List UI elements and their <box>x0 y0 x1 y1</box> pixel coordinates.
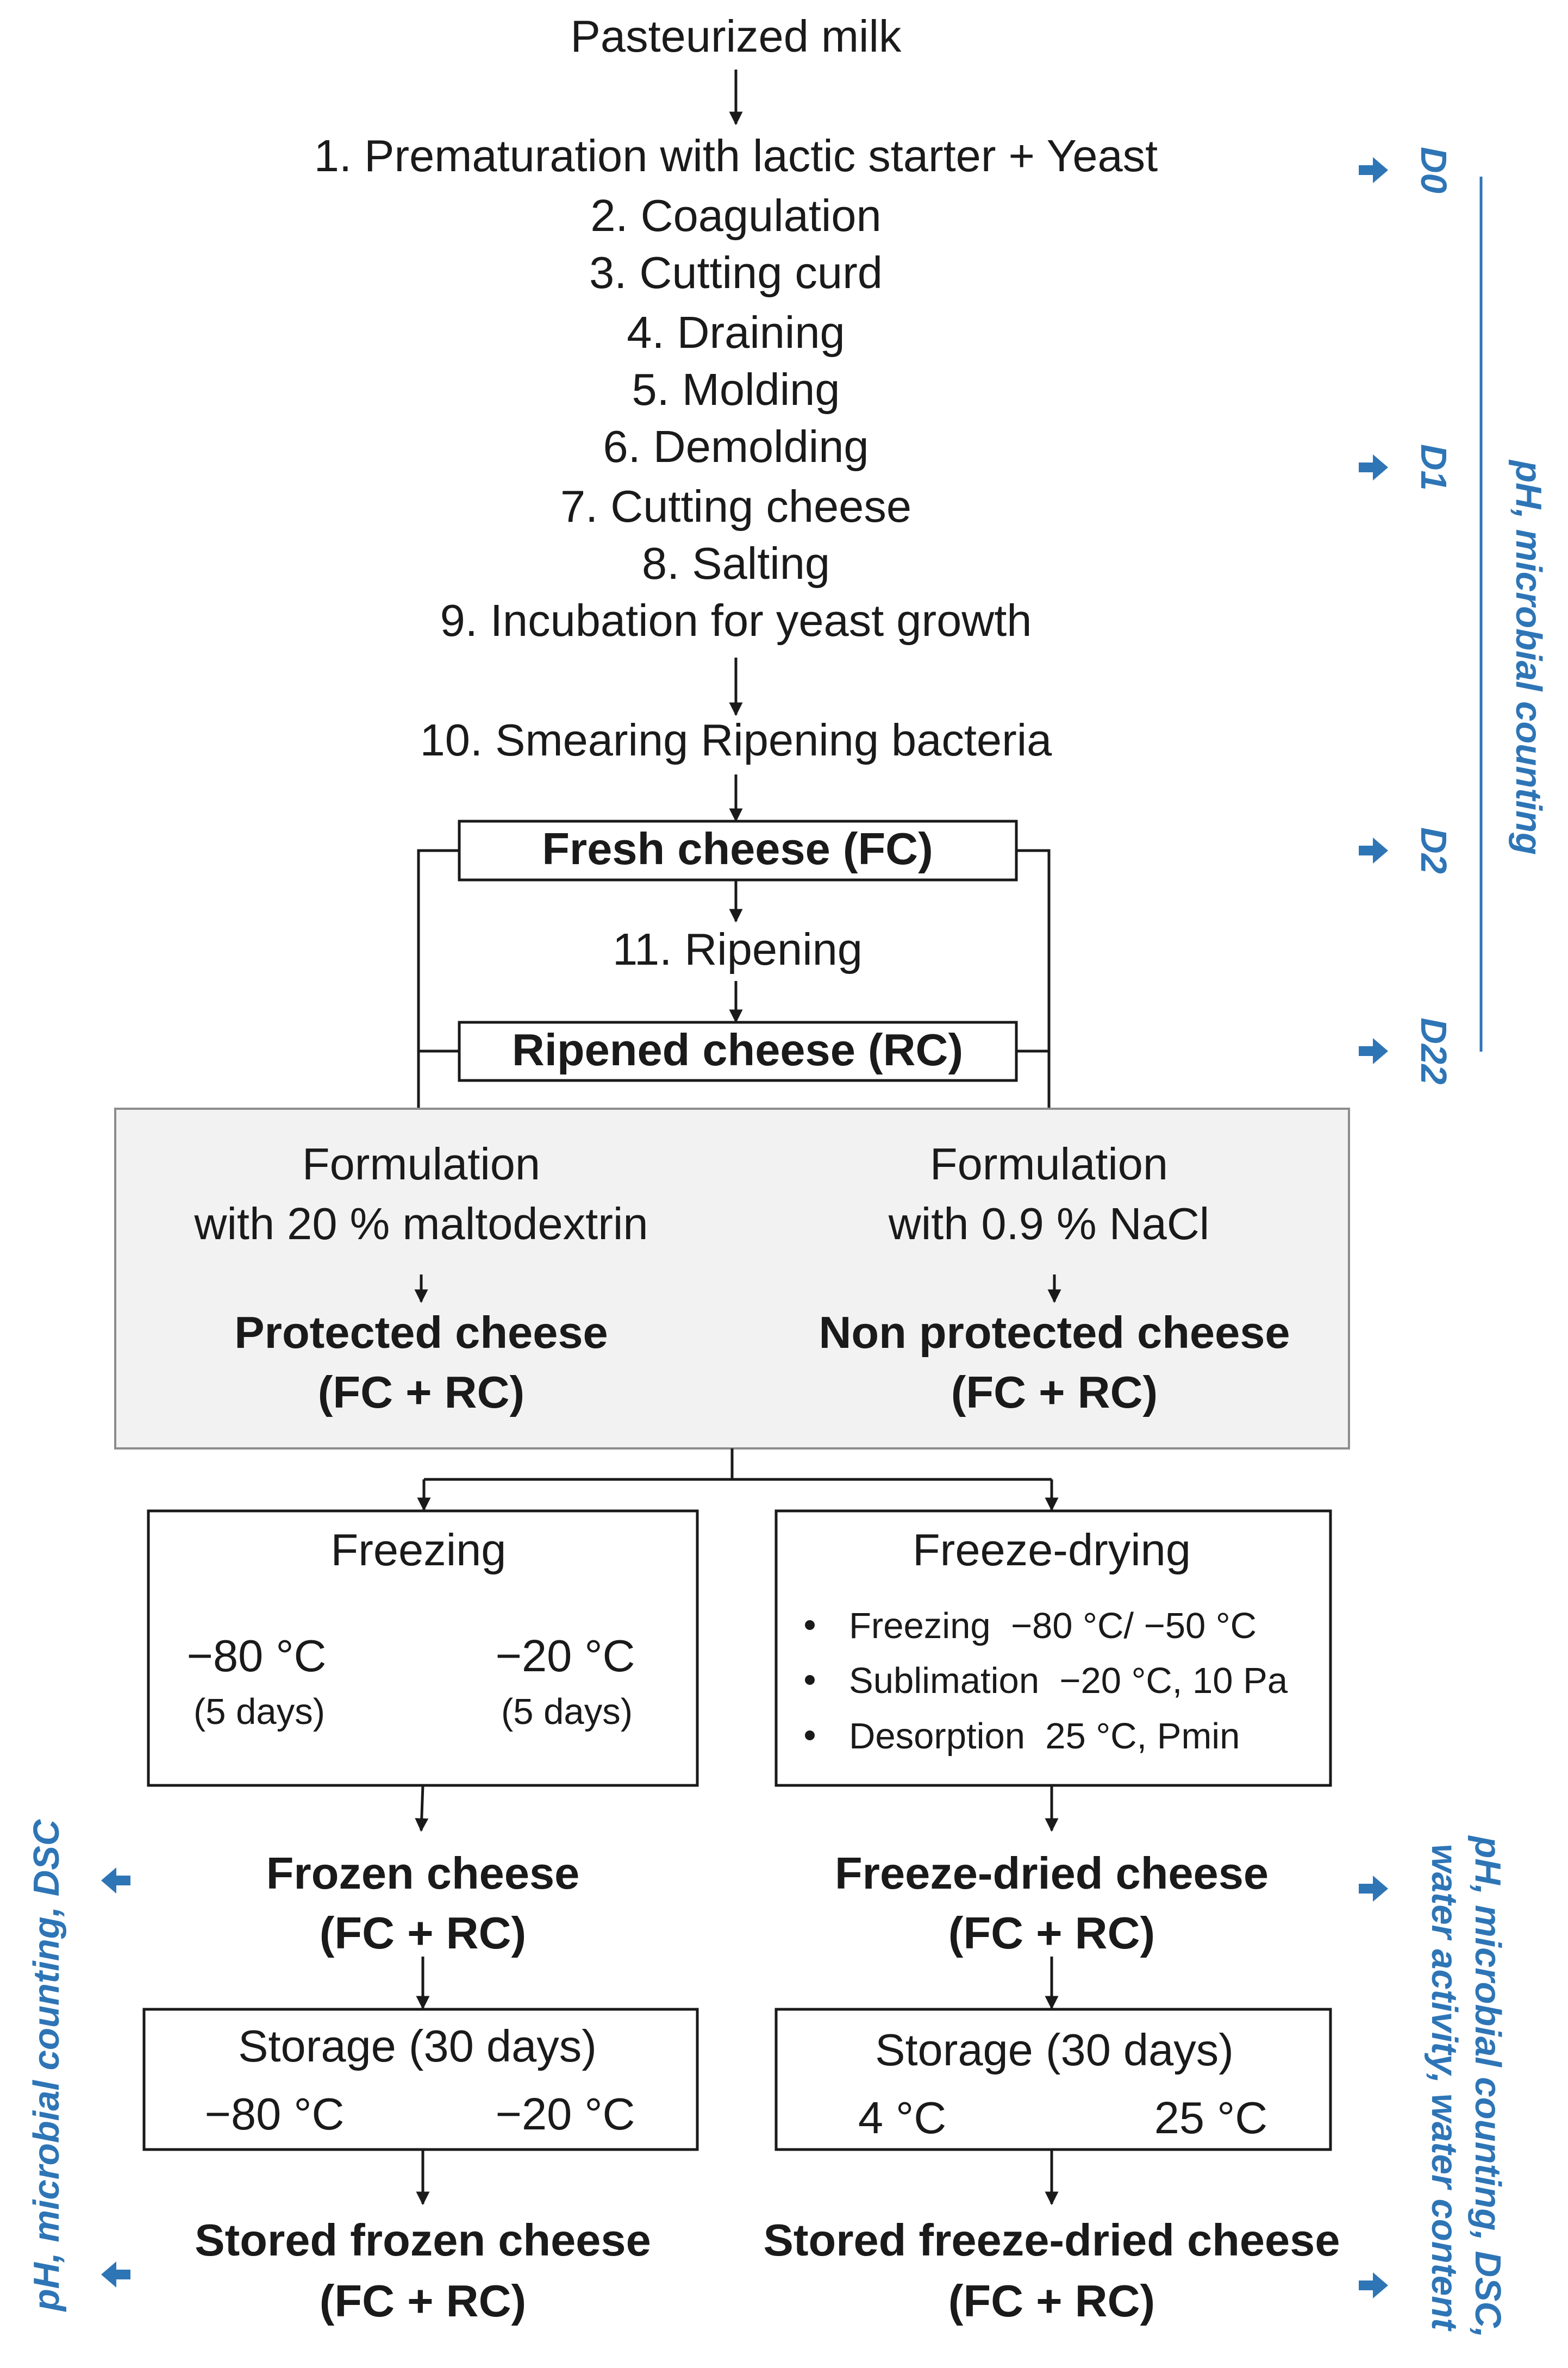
step-5: 5. Molding <box>632 364 840 415</box>
left-analysis-arrow-2-icon <box>101 2261 130 2288</box>
non-protected-cheese-label: Non protected cheese <box>819 1307 1290 1358</box>
ripened-cheese-label: Ripened cheese (RC) <box>512 1024 963 1075</box>
formulation-left-line1: Formulation <box>302 1139 540 1189</box>
dried-storage-temp-25: 25 °C <box>1154 2092 1268 2143</box>
step-10-smearing: 10. Smearing Ripening bacteria <box>420 715 1053 765</box>
step-6: 6. Demolding <box>603 421 869 472</box>
stored-freeze-dried-cheese-fcrc: (FC + RC) <box>948 2276 1155 2326</box>
freezing-temp-80: −80 °C <box>187 1630 327 1681</box>
formulation-right-line1: Formulation <box>930 1139 1168 1189</box>
formulation-box <box>114 1108 1350 1449</box>
freeze-drying-box <box>774 1509 1332 1787</box>
sampling-label-d2: D2 <box>1413 827 1454 874</box>
step-1: 1. Prematuration with lactic starter + Y… <box>314 130 1158 181</box>
freeze-drying-step-sublimation: Sublimation −20 °C, 10 Pa <box>849 1660 1288 1701</box>
step-8: 8. Salting <box>642 538 830 589</box>
dried-storage-box <box>774 2008 1332 2151</box>
connector-fc-right <box>1016 849 1056 1136</box>
frozen-cheese-fcrc: (FC + RC) <box>320 1908 526 1958</box>
connector-fc-left <box>411 849 459 1136</box>
frozen-storage-box <box>142 2008 699 2151</box>
protected-cheese-fcrc: (FC + RC) <box>318 1367 524 1417</box>
dried-storage-title: Storage (30 days) <box>875 2025 1234 2075</box>
freeze-dried-cheese-label: Freeze-dried cheese <box>835 1848 1269 1898</box>
freezing-duration-20: (5 days) <box>501 1691 633 1732</box>
step-3: 3. Cutting curd <box>589 247 883 298</box>
non-protected-cheese-fcrc: (FC + RC) <box>951 1367 1158 1417</box>
stored-frozen-cheese-label: Stored frozen cheese <box>195 2215 651 2265</box>
dried-storage-temp-4: 4 °C <box>858 2092 946 2143</box>
sampling-arrow-d2-icon <box>1359 838 1388 864</box>
sampling-label-d22: D22 <box>1413 1018 1454 1085</box>
frozen-storage-title: Storage (30 days) <box>238 2021 597 2071</box>
step-7: 7. Cutting cheese <box>560 481 911 532</box>
sampling-label-d1: D1 <box>1413 444 1454 491</box>
freeze-dried-cheese-fcrc: (FC + RC) <box>948 1908 1155 1958</box>
formulation-left-line2: with 20 % maltodextrin <box>194 1198 648 1249</box>
fresh-cheese-label: Fresh cheese (FC) <box>542 823 933 874</box>
freezing-temp-20: −20 °C <box>496 1630 635 1681</box>
right-analysis-label-2: water activity, water content <box>1424 1844 1465 2332</box>
right-analysis-arrow-1-icon <box>1359 1876 1388 1902</box>
stored-frozen-cheese-fcrc: (FC + RC) <box>320 2276 526 2326</box>
formulation-right-line2: with 0.9 % NaCl <box>888 1198 1209 1249</box>
frozen-storage-temp-80: −80 °C <box>205 2089 345 2139</box>
right-analysis-label-1: pH, microbial counting, DSC, <box>1467 1835 1508 2338</box>
sampling-arrow-d0-icon <box>1359 157 1388 183</box>
sampling-arrow-d1-icon <box>1359 454 1388 480</box>
step-9: 9. Incubation for yeast growth <box>440 595 1032 646</box>
stored-freeze-dried-cheese-label: Stored freeze-dried cheese <box>764 2215 1340 2265</box>
step-4: 4. Draining <box>627 307 845 358</box>
frozen-cheese-label: Frozen cheese <box>266 1848 580 1898</box>
frozen-storage-temp-20: −20 °C <box>496 2089 635 2139</box>
bullet-dot-1 <box>805 1620 815 1630</box>
protected-cheese-label: Protected cheese <box>234 1307 608 1358</box>
left-analysis-label: pH, microbial counting, DSC <box>26 1819 67 2312</box>
fresh-cheese-box <box>458 820 1018 882</box>
bullet-dot-3 <box>805 1730 815 1740</box>
sampling-arrow-d22-icon <box>1359 1038 1388 1064</box>
step-2: 2. Coagulation <box>590 190 881 241</box>
top-analysis-label: pH, microbial counting <box>1508 459 1549 855</box>
bullet-dot-2 <box>805 1675 815 1685</box>
process-steps: 1. Prematuration with lactic starter + Y… <box>314 130 1158 646</box>
sampling-label-d0: D0 <box>1413 147 1454 193</box>
left-analysis-arrow-1-icon <box>101 1867 130 1894</box>
right-analysis-arrow-2-icon <box>1359 2272 1388 2298</box>
freezing-title: Freezing <box>331 1524 507 1575</box>
milk-label: Pasteurized milk <box>571 11 902 61</box>
freezing-duration-80: (5 days) <box>193 1691 325 1732</box>
freeze-drying-step-desorption: Desorption 25 °C, Pmin <box>849 1716 1240 1757</box>
freeze-drying-title: Freeze-drying <box>913 1524 1191 1575</box>
freeze-drying-step-freezing: Freezing −80 °C/ −50 °C <box>849 1605 1257 1646</box>
step-11-ripening: 11. Ripening <box>613 924 863 974</box>
arrow-to-frozen-cheese <box>415 1785 429 1832</box>
